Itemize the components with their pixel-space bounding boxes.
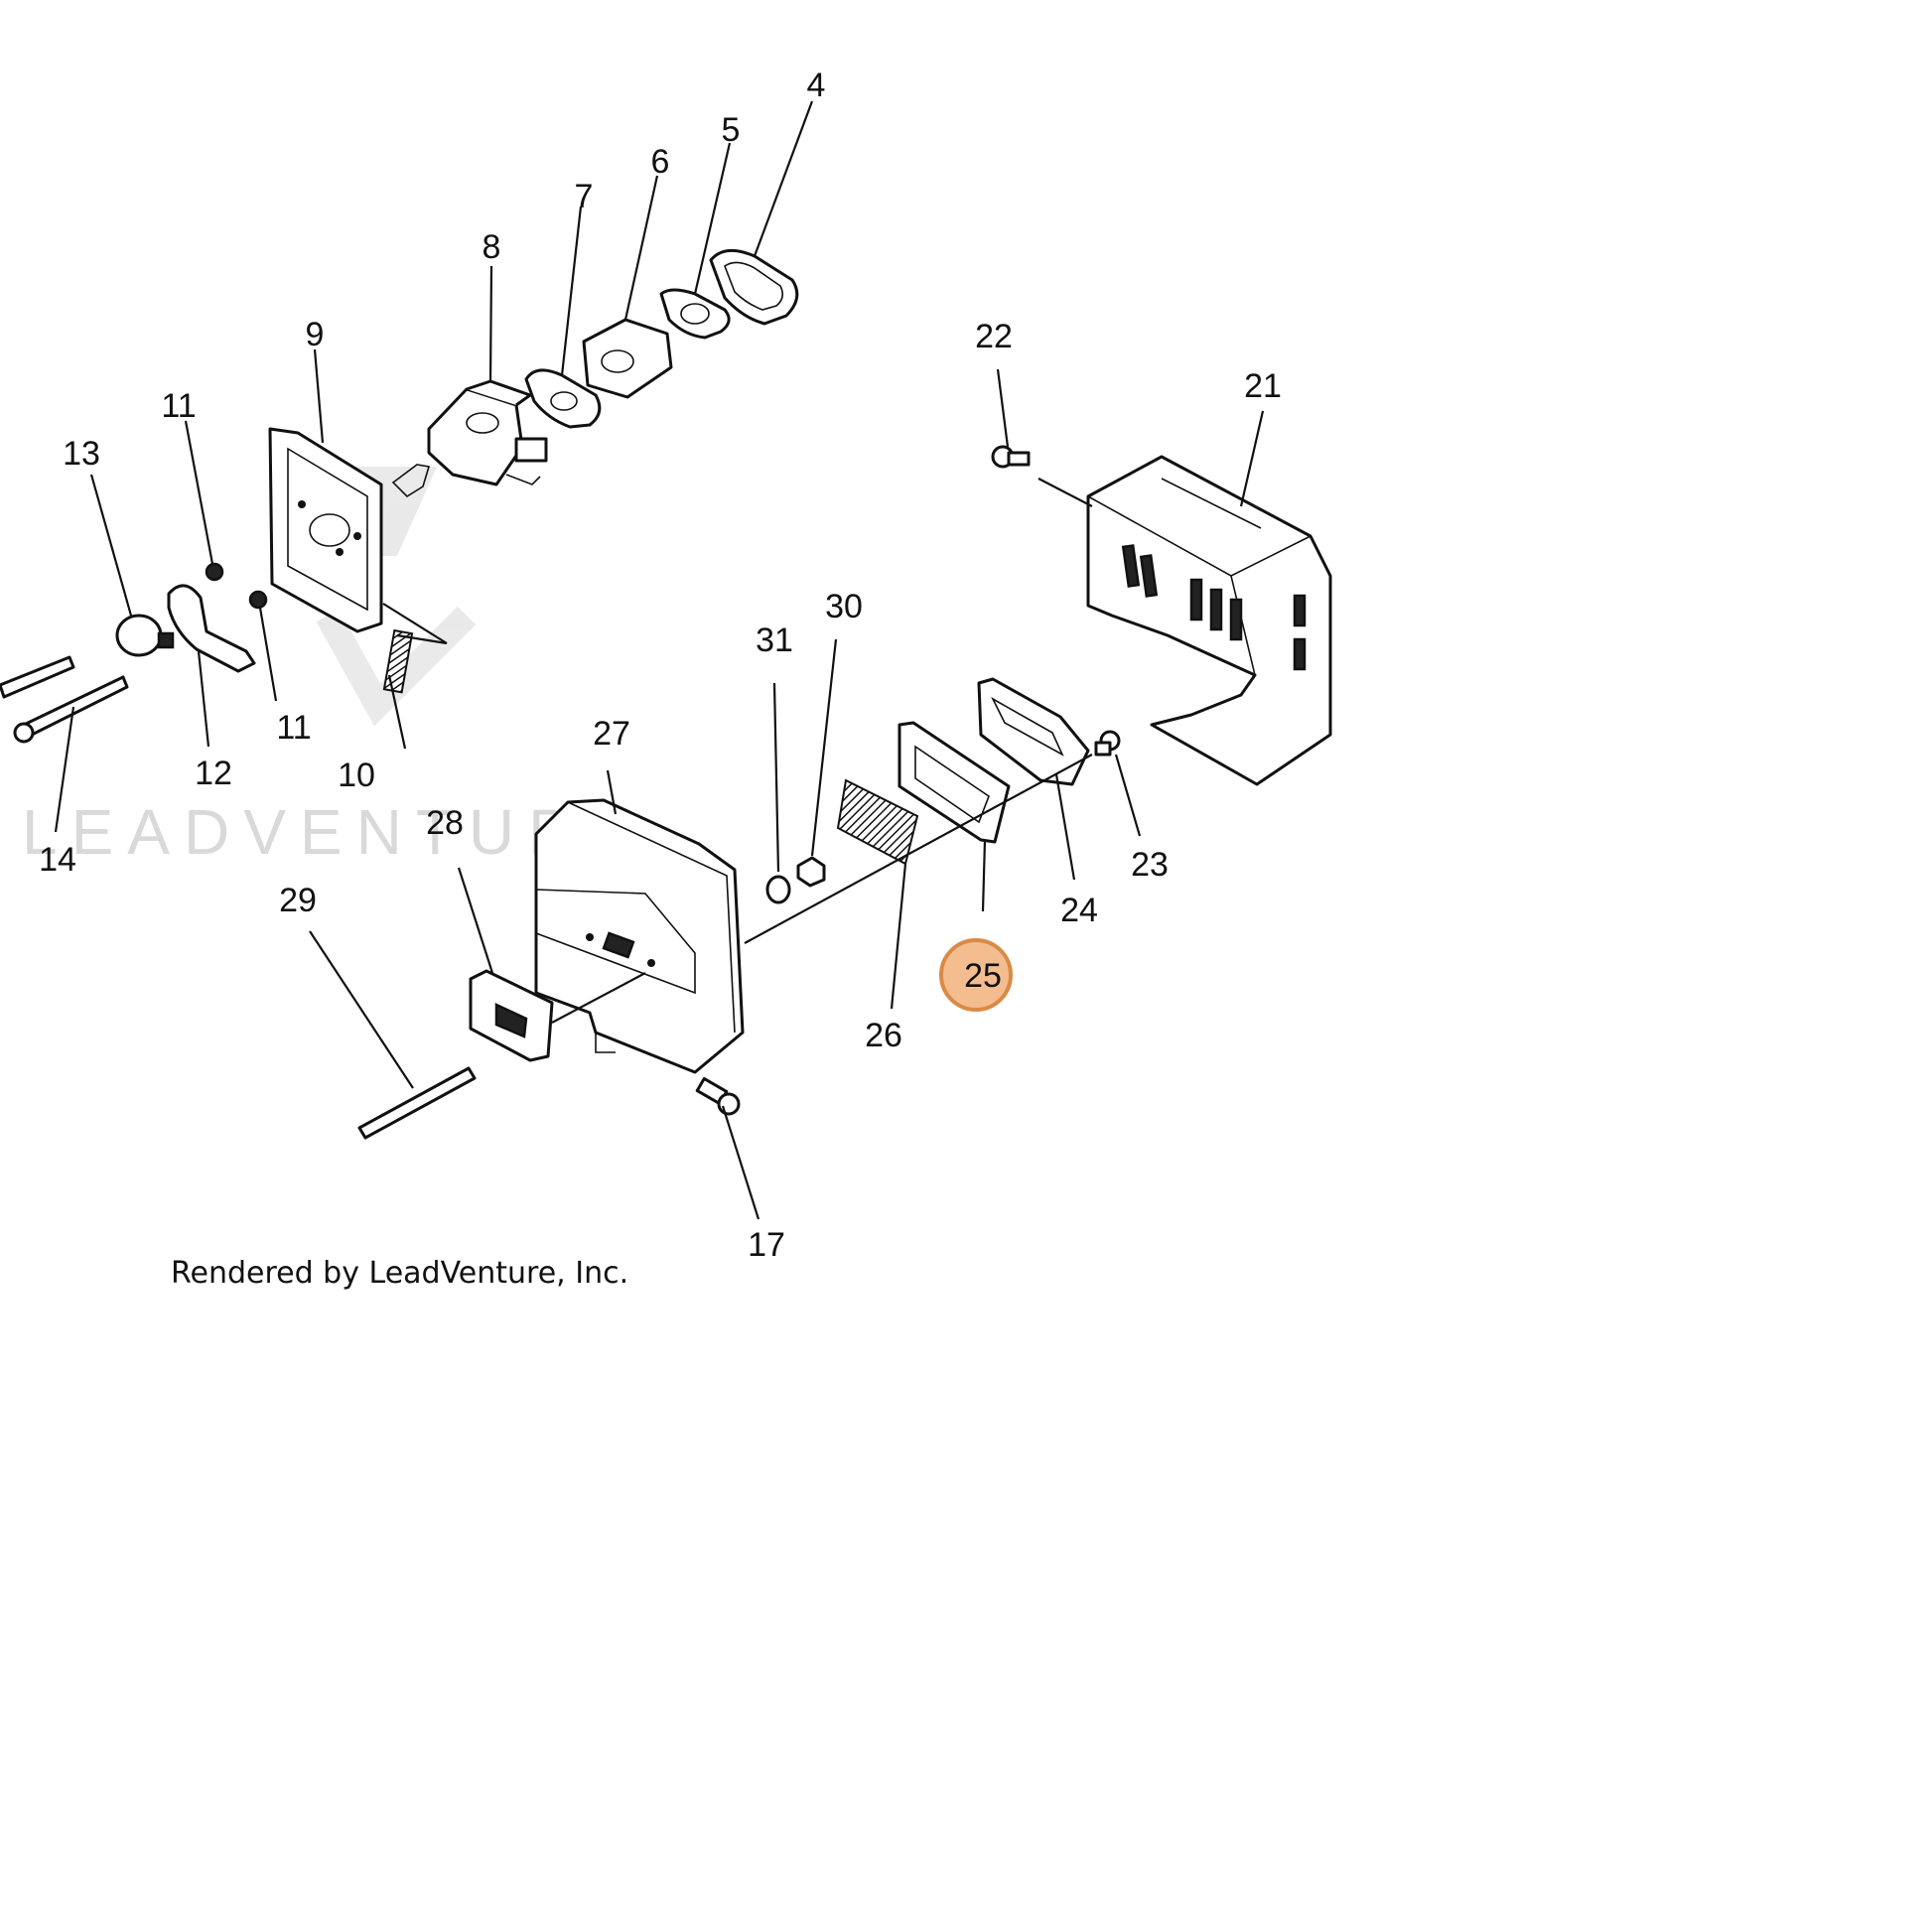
callout-29[interactable]: 29	[279, 882, 317, 919]
callout-14[interactable]: 14	[39, 841, 76, 879]
callout-23[interactable]: 23	[1131, 846, 1169, 884]
bolt-17[interactable]	[695, 1076, 741, 1116]
nut-11b[interactable]	[248, 590, 268, 610]
callout-13[interactable]: 13	[63, 435, 100, 473]
nut-11a[interactable]	[205, 562, 224, 582]
plate-24[interactable]	[977, 677, 1090, 786]
callout-11-top[interactable]: 11	[161, 387, 196, 425]
air-cleaner-case-9[interactable]	[268, 427, 383, 633]
callout-26[interactable]: 26	[865, 1017, 902, 1054]
insulator-6[interactable]	[582, 318, 673, 399]
callout-4[interactable]: 4	[807, 67, 826, 104]
lever-12[interactable]	[167, 584, 256, 673]
muffler-27[interactable]	[534, 798, 745, 1074]
screw-22[interactable]	[991, 445, 1031, 469]
bolt-23[interactable]	[1094, 730, 1121, 757]
callout-12[interactable]: 12	[195, 755, 232, 792]
callout-25[interactable]: 25	[964, 957, 1002, 995]
gasket-7[interactable]	[524, 368, 602, 429]
callout-30[interactable]: 30	[825, 588, 863, 625]
callout-9[interactable]: 9	[306, 316, 325, 353]
screen-26[interactable]	[836, 778, 919, 866]
carburetor-8[interactable]	[391, 379, 548, 498]
callout-28[interactable]: 28	[426, 804, 464, 842]
callout-24[interactable]: 24	[1060, 892, 1098, 929]
cap-13[interactable]	[115, 614, 175, 657]
stud-29[interactable]	[357, 1066, 477, 1140]
callout-7[interactable]: 7	[575, 178, 594, 215]
credit-text: Rendered by LeadVenture, Inc.	[171, 1256, 628, 1291]
gasket-28[interactable]	[469, 969, 554, 1062]
bolt-14a[interactable]	[0, 655, 75, 699]
callout-21[interactable]: 21	[1244, 367, 1282, 405]
callout-22[interactable]: 22	[975, 318, 1013, 355]
callout-11-bottom[interactable]: 11	[276, 709, 311, 747]
callout-5[interactable]: 5	[722, 111, 741, 149]
callout-10[interactable]: 10	[338, 757, 375, 794]
bolt-14b[interactable]	[13, 675, 129, 744]
callout-8[interactable]: 8	[483, 228, 501, 266]
spacer-5[interactable]	[659, 288, 731, 340]
gasket-25[interactable]	[897, 721, 1011, 844]
callout-6[interactable]: 6	[651, 143, 670, 181]
muffler-cover-21[interactable]	[1086, 455, 1332, 786]
callout-27[interactable]: 27	[593, 715, 630, 753]
callout-31[interactable]: 31	[756, 621, 793, 659]
leader-lines	[54, 100, 1265, 1220]
watermark: LEADVENTURE	[22, 796, 644, 868]
washer-31[interactable]	[765, 875, 791, 904]
gasket-4[interactable]	[709, 248, 799, 326]
highlight-circle	[939, 938, 1013, 1012]
nut-30[interactable]	[796, 856, 826, 888]
callout-17[interactable]: 17	[748, 1226, 785, 1264]
